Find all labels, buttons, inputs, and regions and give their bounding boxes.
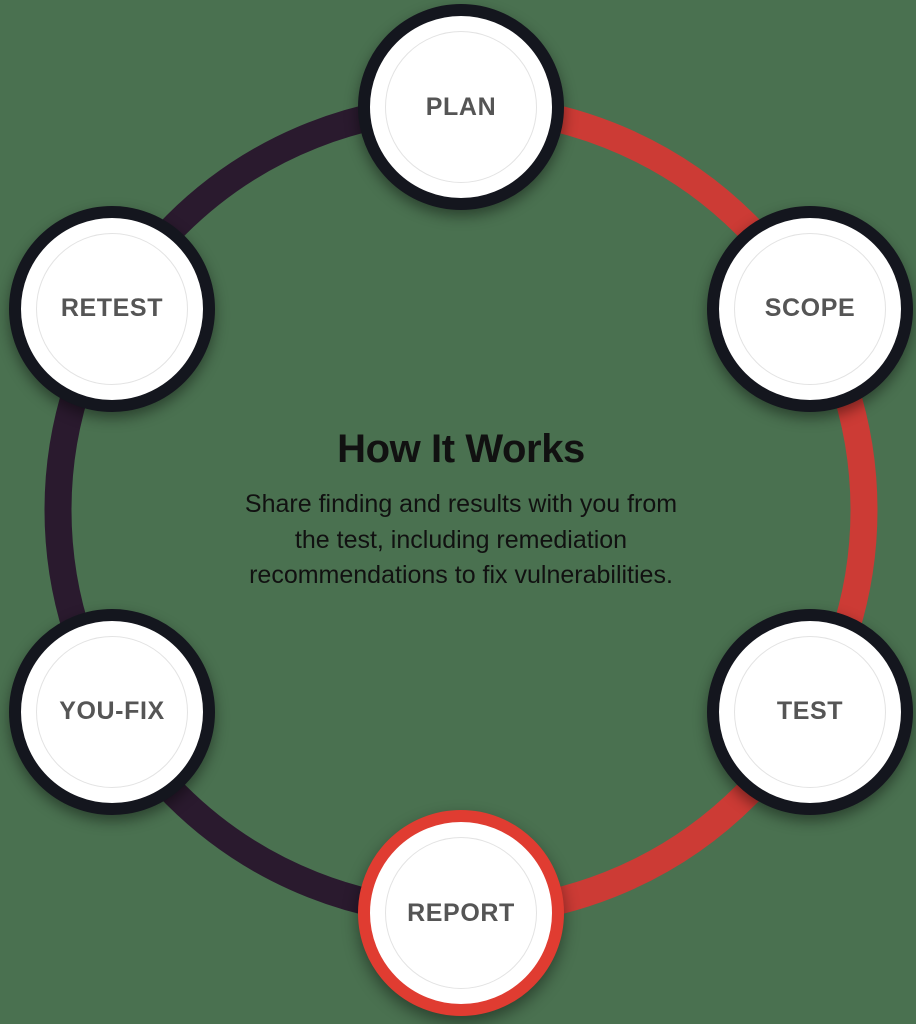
node-inner-ring [385,31,537,183]
cycle-node-label: YOU-FIX [59,697,165,725]
cycle-node-plan[interactable]: PLAN [358,4,564,210]
cycle-node-label: PLAN [425,92,497,121]
cycle-node-label: SCOPE [764,294,856,322]
node-inner-ring [734,232,886,385]
node-inner-ring [734,635,886,788]
cycle-node-label: RETEST [60,294,164,322]
cycle-node-test[interactable]: TEST [707,608,913,815]
cycle-node-you-fix[interactable]: YOU-FIX [8,608,215,815]
cycle-node-report[interactable]: REPORT [358,810,564,1016]
cycle-node-label: REPORT [407,898,515,927]
node-inner-ring [385,837,537,989]
node-inner-ring [35,635,188,788]
node-inner-ring [35,232,188,385]
cycle-node-label: TEST [776,697,844,725]
cycle-node-scope[interactable]: SCOPE [707,205,913,412]
arc-dark [44,93,462,927]
arc-red [460,93,878,927]
cycle-node-retest[interactable]: RETEST [8,205,215,412]
